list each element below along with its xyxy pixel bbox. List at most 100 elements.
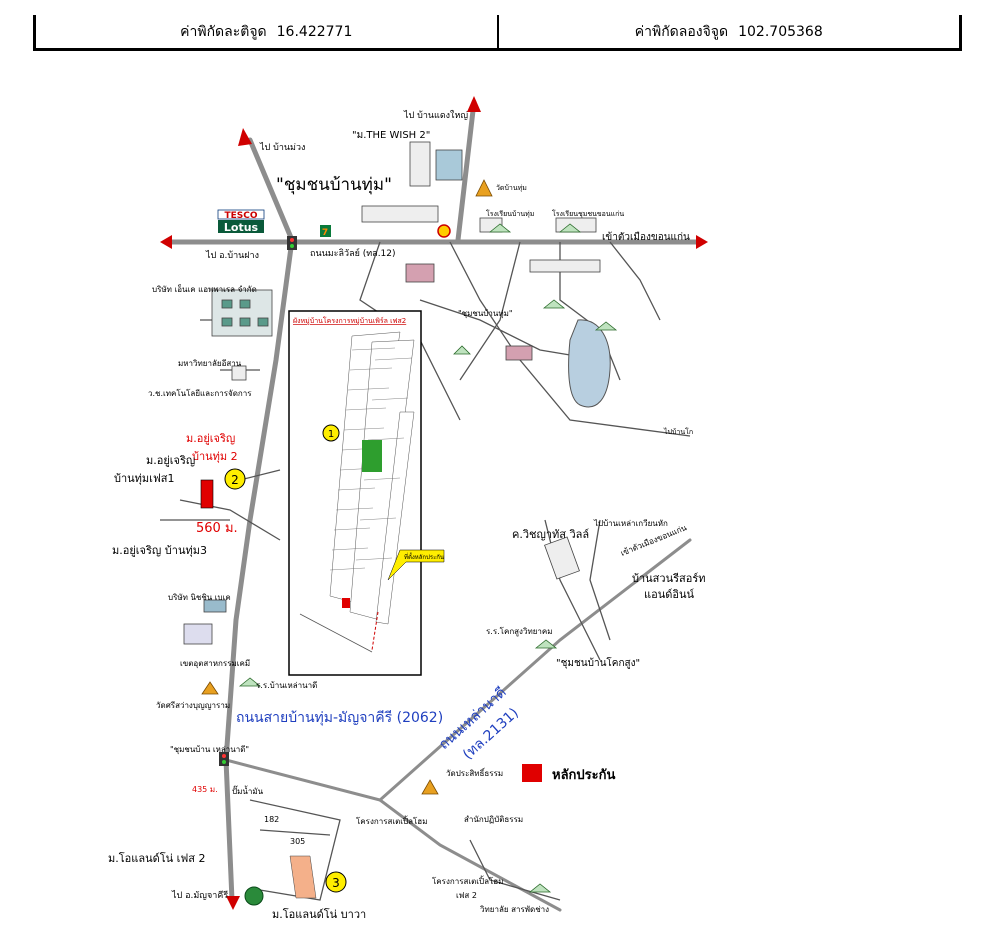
seven-eleven-icon [320, 225, 331, 237]
label-to-manchakiri: ไป อ.มัญจาคีรี [171, 890, 228, 901]
label-to-city: เข้าตัวเมืองขอนแก่น [602, 231, 690, 243]
lotus-text: Lotus [224, 221, 259, 234]
label-school-ban-thum: ร.ร.บ้านเหล่านาดี [256, 681, 317, 690]
seven-eleven-text: 7 [322, 228, 328, 238]
label-tech-college: ว.ช.เทคโนโลยีและการจัดการ [148, 388, 252, 398]
longitude-label: ค่าพิกัดลองจิจูด [634, 23, 729, 40]
latitude-label: ค่าพิกัดละติจูด [180, 23, 267, 40]
label-project-lake-2b: เฟส 2 [456, 891, 477, 900]
svg-text:1: 1 [328, 429, 334, 440]
road-2131 [378, 538, 692, 802]
coordinate-table: ค่าพิกัดละติจูด 16.422771 ค่าพิกัดลองจิจ… [33, 15, 962, 51]
label-and-inn: แอนด์อินน์ [644, 588, 694, 601]
longitude-cell: ค่าพิกัดลองจิจูด 102.705368 [496, 15, 960, 48]
inset-park [362, 440, 382, 472]
label-to-ban-daeng-yai: ไป บ้านแดงใหญ่ [403, 110, 468, 121]
tesco-lotus-logo: TESCO Lotus [217, 209, 265, 234]
label-olanco-bawa: ม.โอแลนด์โน่ บาวา [272, 907, 366, 921]
svg-text:3: 3 [332, 876, 340, 890]
label-to-amphoe-ban-fang: ไป อ.บ้านฝาง [205, 250, 259, 261]
traffic-light-icon [219, 752, 229, 766]
label-road-mittraphap: ถนนมะลิวัลย์ (ทล.12) [310, 247, 396, 259]
arrow-north-left [238, 128, 252, 146]
inset-access-road [299, 613, 373, 653]
collateral-legend-swatch [522, 764, 542, 782]
label-chemical-industry: เขตอุตสาหกรรมเคมี [180, 659, 250, 668]
label-school-pattana: วิทยาลัย สารพัดช่าง [479, 905, 549, 914]
label-yoocharoen-3: ม.อยู่เจริญ บ้านทุ่ม3 [112, 544, 207, 557]
label-nissin: บริษัท นิชชิน เบเค [168, 593, 231, 602]
label-community-lao: "ชุมชนบ้าน เหล่านาดี" [170, 745, 249, 754]
label-collateral-legend: หลักประกัน [552, 768, 615, 783]
tesco-text: TESCO [224, 211, 257, 221]
label-wat-small: วัดบ้านทุ่ม [496, 184, 527, 192]
green-logo-icon [244, 886, 264, 906]
inset-note: ที่ตั้งหลักประกัน [404, 551, 444, 561]
inset-title: ผังหมู่บ้านโครงการหมู่บ้านเพิร์ล เฟส2 [293, 316, 406, 325]
label-road-182: 182 [264, 815, 279, 824]
label-project-lake: โครงการสเตเปิ้ลโฮม [356, 815, 427, 826]
arrow-east [696, 235, 708, 249]
label-university: มหาวิทยาลัยอีสาน [178, 359, 242, 368]
label-community-khok: "ชุมชนบ้านโคกสูง" [556, 656, 640, 669]
arrow-west [160, 235, 172, 249]
latitude-value: 16.422771 [276, 23, 353, 40]
road-north-right [455, 99, 477, 243]
label-yoocharoen-phase1-a: ม.อยู่เจริญ [146, 454, 195, 467]
label-school-small-2: โรงเรียนชุมชนขอนแก่น [552, 209, 624, 218]
label-to-ban-lao: ไปบ้านเหล่าเกวียนหัก [593, 519, 668, 528]
svg-text:2: 2 [231, 473, 239, 487]
label-community-small: "ชุมชนบ้านทุ่ม" [458, 309, 513, 318]
label-wat-sri: วัดศรีสว่างบุญญาราม [156, 701, 230, 710]
label-yoocharoen-phase1-b: บ้านทุ่มเฟส1 [114, 472, 174, 485]
label-road-2062: ถนนสายบ้านทุ่ม-มัญจาคีรี (2062) [236, 710, 443, 726]
label-m-yoocharoen-red: ม.อยู่เจริญ [186, 432, 235, 445]
longitude-value: 102.705368 [738, 23, 823, 40]
inset-grid-lines [329, 347, 413, 571]
label-distance-560: 560 ม. [196, 521, 238, 536]
minor-roads [160, 241, 691, 901]
label-community-title: "ชุมชนบ้านทุ่ม" [276, 175, 392, 195]
label-the-wish: "ม.THE WISH 2" [352, 130, 430, 141]
label-ban-suan: บ้านสวนรีสอร์ท [632, 572, 705, 585]
temple-icon [201, 179, 493, 795]
label-distance-435: 435 ม. [192, 785, 218, 794]
inset-note-box [387, 549, 445, 581]
lake [568, 319, 611, 408]
marker-2: 2 [224, 468, 246, 490]
project-inset-map: ผังหมู่บ้านโครงการหมู่บ้านเพิร์ล เฟส2 [288, 310, 445, 676]
road-north-left [247, 137, 295, 243]
label-gas-station: ปั๊มน้ำมัน [232, 785, 264, 796]
label-ban-thum-2: บ้านทุ่ม 2 [192, 450, 238, 463]
label-olanco-phase2: ม.โอแลนด์โน่ เฟส 2 [108, 851, 205, 865]
label-to-road-right: ไปบ้านโก [663, 427, 693, 436]
main-north-south-road [223, 237, 295, 903]
latitude-cell: ค่าพิกัดละติจูด 16.422771 [36, 15, 497, 48]
olanco-project-plot [289, 855, 317, 899]
label-to-city-2: เข้าตัวเมืองขอนแก่น [619, 523, 688, 558]
label-school-khok: ร.ร.โคกสูงวิทยาคม [486, 626, 553, 637]
factory-icon [183, 599, 227, 645]
school-icon [238, 223, 618, 893]
inset-red-route [371, 611, 379, 651]
label-project-lake-2: โครงการสเตเปิ้ลโฮม [432, 875, 503, 886]
shell-icon [437, 224, 451, 238]
factory-icon [211, 289, 273, 337]
label-wat-prasri: วัดประสิทธิ์ธรรม [446, 767, 503, 778]
road-2062 [224, 758, 562, 912]
inset-collateral [342, 598, 350, 608]
arrow-south [226, 896, 240, 910]
label-road-305: 305 [290, 837, 305, 846]
marker-3: 3 [325, 871, 347, 893]
traffic-light-icon [287, 236, 297, 250]
label-to-ban-muang: ไป บ้านม่วง [259, 142, 305, 153]
label-dharma-center: สำนักปฏิบัติธรรม [464, 815, 523, 824]
direction-arrows [160, 96, 708, 910]
label-company-factory: บริษัท เอ็นเค แอพพาเรล จำกัด [152, 284, 257, 294]
arrow-north-right [467, 96, 481, 112]
label-school-small: โรงเรียนบ้านทุ่ม [486, 209, 534, 218]
label-k-wichayathat: ค.วิชญาทัส วิลล์ [512, 528, 589, 541]
collateral-marker [200, 479, 214, 509]
inset-marker-1: 1 [322, 424, 340, 442]
